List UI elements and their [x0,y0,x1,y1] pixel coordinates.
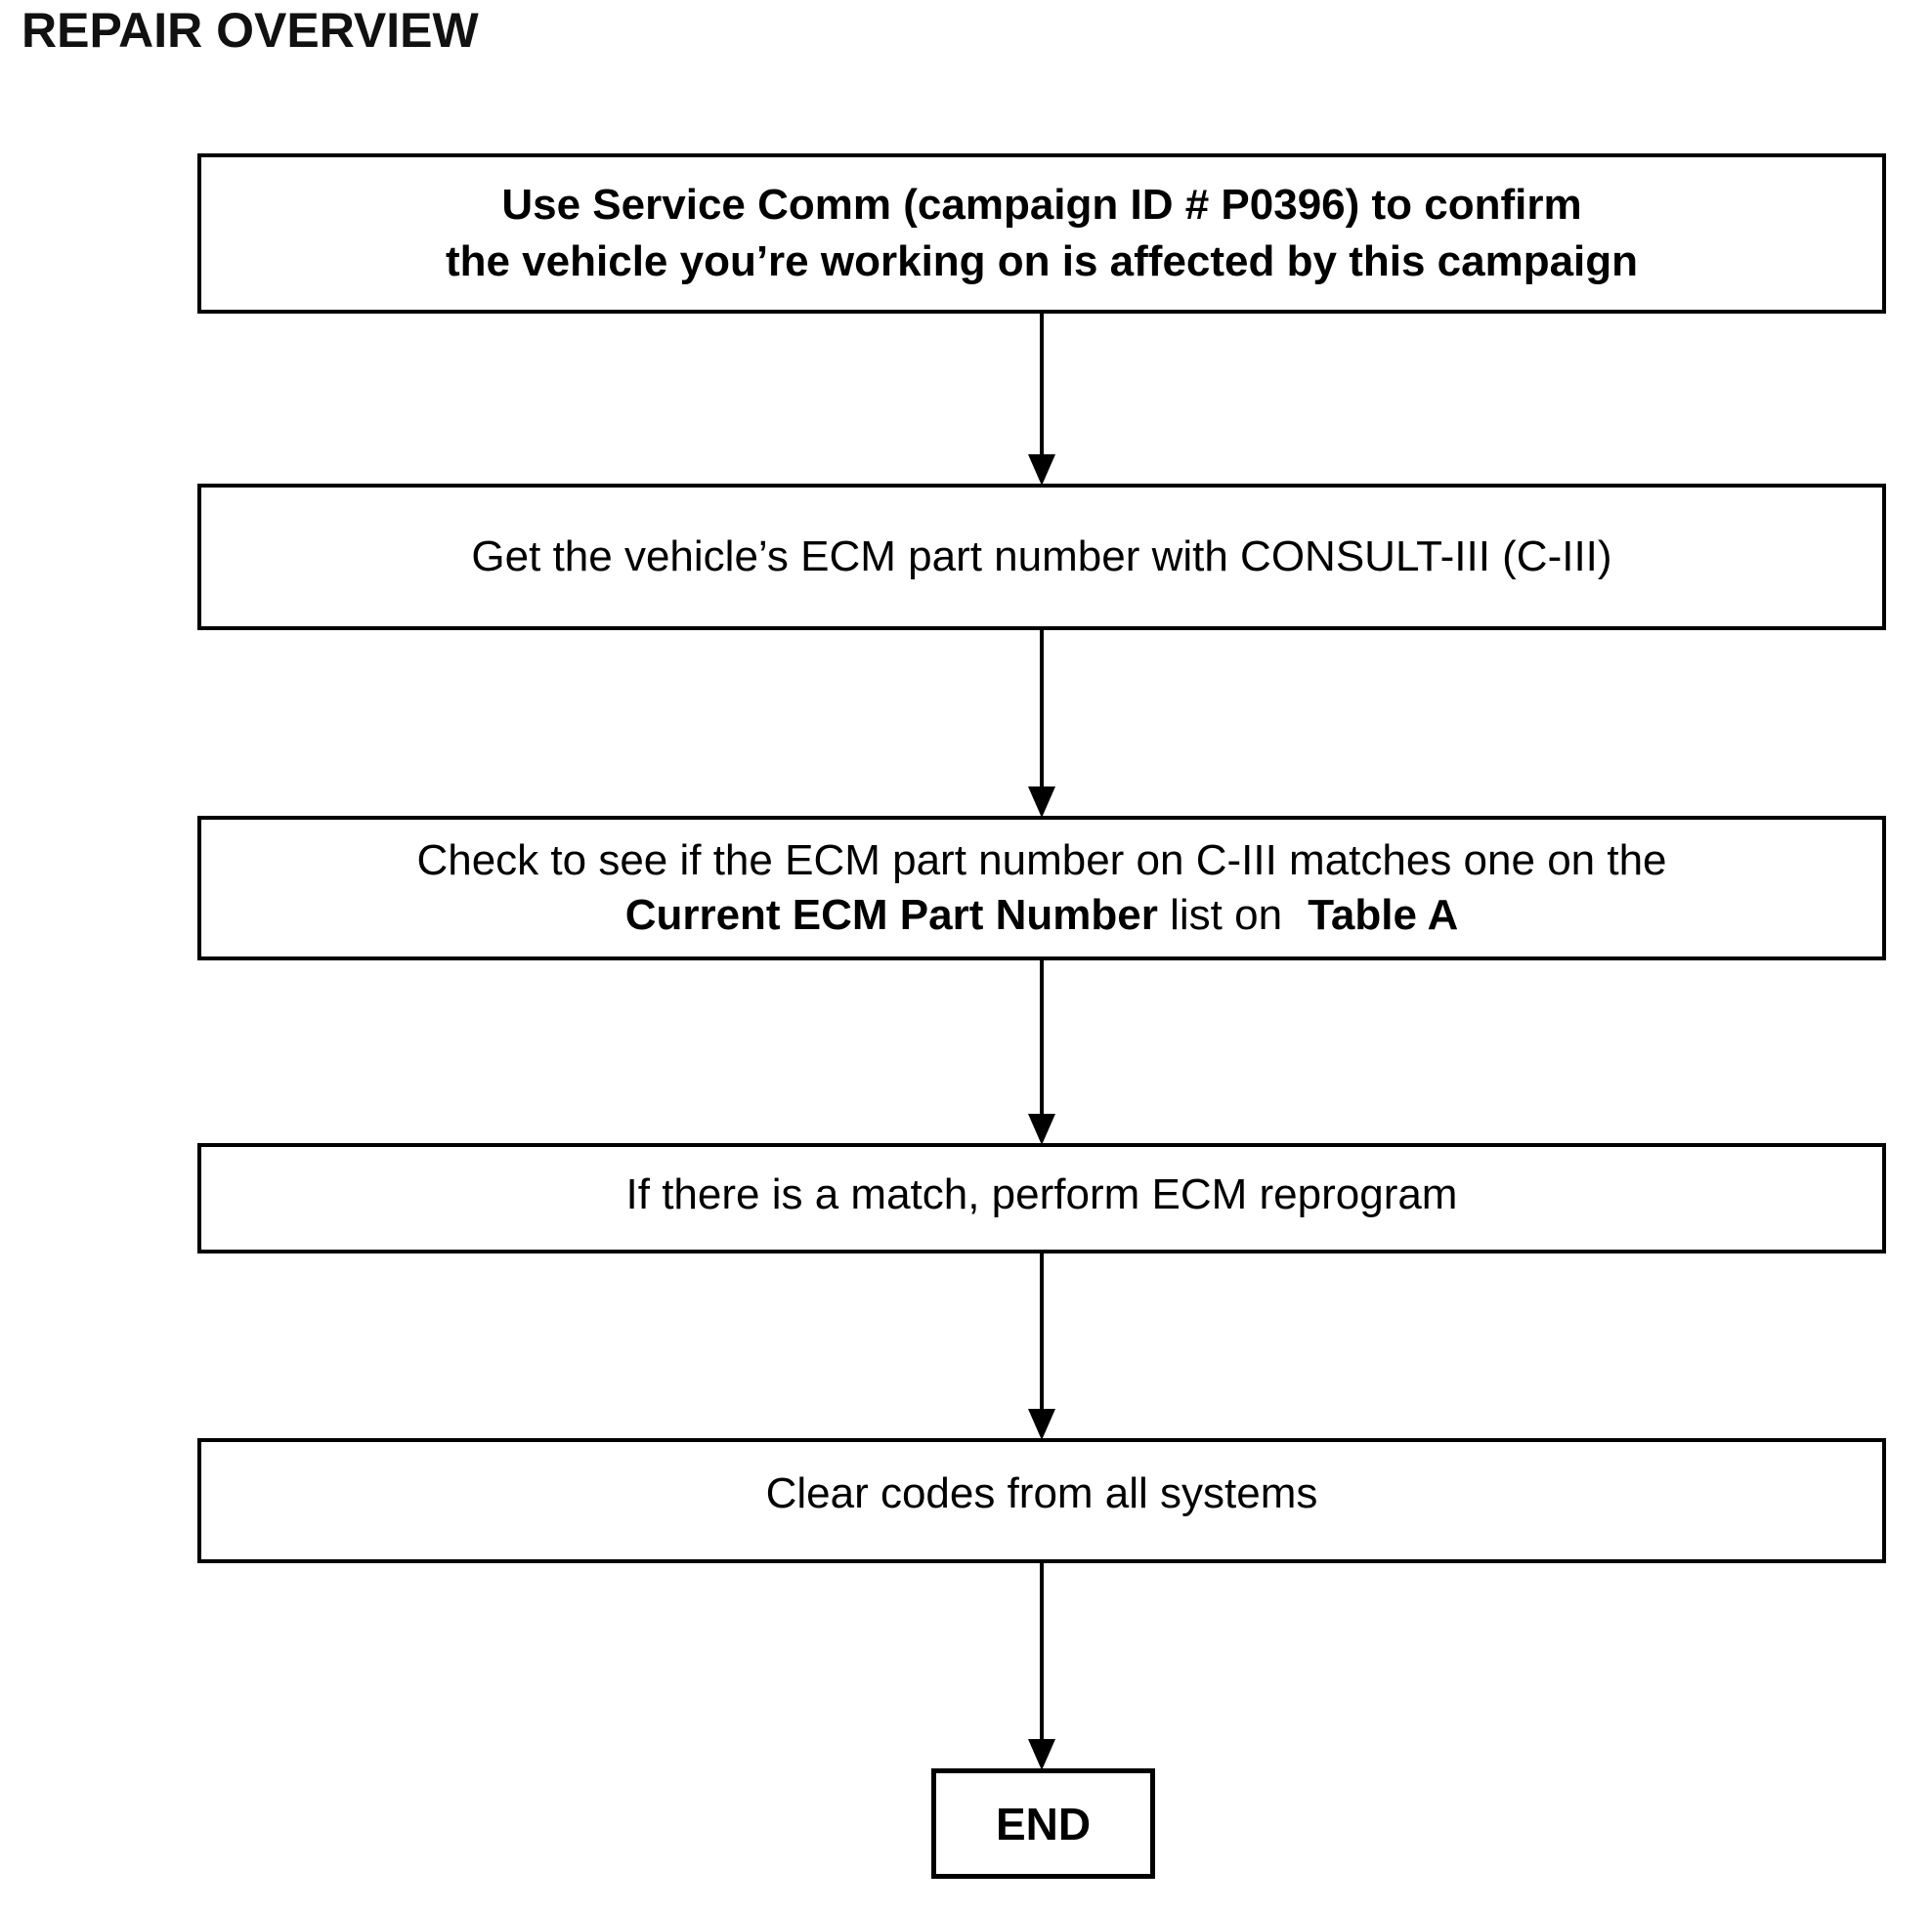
arrow-head-icon [1028,1409,1055,1440]
down-arrow-5 [1028,1563,1055,1770]
step-box-check-part-number-match: Check to see if the ECM part number on C… [197,816,1886,960]
arrow-head-icon [1028,1739,1055,1770]
step-text-line1: Check to see if the ECM part number on C… [416,836,1667,884]
step-box-clear-codes: Clear codes from all systems [197,1438,1886,1563]
step-text-perform-ecm-reprogram: If there is a match, perform ECM reprogr… [625,1170,1458,1218]
arrow-line [1040,1253,1044,1413]
arrow-head-icon [1028,1114,1055,1145]
table-a-label: Table A [1308,891,1459,939]
step-text-clear-codes: Clear codes from all systems [765,1469,1318,1517]
arrow-line [1040,1563,1044,1743]
arrow-line [1040,630,1044,790]
arrow-line [1040,314,1044,458]
step-box-get-ecm-part-number: Get the vehicle’s ECM part number with C… [197,484,1886,630]
list-on-label: list on [1157,891,1295,939]
end-label: END [995,1798,1092,1849]
down-arrow-3 [1028,960,1055,1145]
page-title: REPAIR OVERVIEW [21,3,479,58]
step-box-confirm-campaign: Use Service Comm (campaign ID # P0396) t… [197,153,1886,314]
step-text-check-part-number-match: Check to see if the ECM part number on C… [416,833,1666,943]
down-arrow-4 [1028,1253,1055,1440]
step-text-confirm-campaign: Use Service Comm (campaign ID # P0396) t… [445,181,1639,285]
end-terminator-box: END [931,1768,1155,1879]
step-box-perform-ecm-reprogram: If there is a match, perform ECM reprogr… [197,1143,1886,1253]
down-arrow-1 [1028,314,1055,486]
arrow-head-icon [1028,454,1055,486]
step-text-get-ecm-part-number: Get the vehicle’s ECM part number with C… [471,532,1612,580]
down-arrow-2 [1028,630,1055,818]
step-text-line2: Current ECM Part Number list on Table A [416,888,1666,943]
arrow-head-icon [1028,786,1055,818]
arrow-line [1040,960,1044,1118]
current-ecm-part-number-label: Current ECM Part Number [624,891,1158,939]
